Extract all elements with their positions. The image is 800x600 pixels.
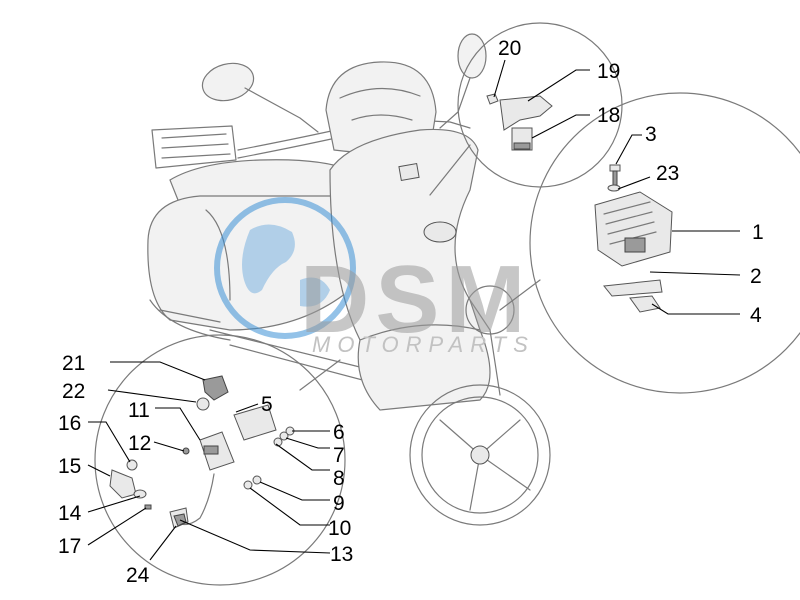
callout-12: 12 <box>128 432 151 455</box>
callout-19: 19 <box>597 60 620 83</box>
callout-11: 11 <box>128 399 150 422</box>
callout-6: 6 <box>333 421 345 444</box>
part-connector-14 <box>133 489 147 499</box>
part-clip-21 <box>202 375 229 401</box>
watermark-subtitle: MOTORPARTS <box>312 332 535 357</box>
callout-15: 15 <box>58 455 81 478</box>
callout-23: 23 <box>656 162 679 185</box>
part-bracket-5 <box>233 404 277 441</box>
callout-17: 17 <box>58 535 81 558</box>
detail-circle-right <box>529 92 800 394</box>
part-connector-15 <box>109 469 137 499</box>
callout-21: 21 <box>62 352 85 375</box>
callout-20: 20 <box>498 37 521 60</box>
part-module-11 <box>199 431 235 471</box>
callout-10: 10 <box>328 517 351 540</box>
callout-2: 2 <box>750 265 762 288</box>
callout-labels: 1 2 3 4 5 6 7 8 9 10 11 12 13 14 15 16 1… <box>58 37 764 587</box>
part-washers-6-7-8 <box>273 426 295 447</box>
leader-lines <box>87 59 741 561</box>
part-screw-3 <box>609 164 621 186</box>
part-nuts-9-10 <box>243 475 262 490</box>
callout-16: 16 <box>58 412 81 435</box>
watermark-brand: DSM <box>300 246 531 353</box>
callout-7: 7 <box>333 444 345 467</box>
callout-3: 3 <box>645 123 657 146</box>
callout-13: 13 <box>330 543 353 566</box>
part-nut-22 <box>196 397 210 411</box>
callout-1: 1 <box>752 221 764 244</box>
callout-5: 5 <box>261 393 273 416</box>
part-plate-4 <box>629 295 661 313</box>
part-bracket-19 <box>499 95 553 131</box>
part-cap-16 <box>126 459 138 471</box>
callout-22: 22 <box>62 380 85 403</box>
watermark: DSM MOTORPARTS <box>214 197 535 357</box>
part-relay-18 <box>511 127 533 151</box>
globe-logo-icon <box>214 197 356 339</box>
scooter-outline <box>147 33 551 526</box>
callout-8: 8 <box>333 467 345 490</box>
detail-circle-bottom <box>94 334 346 586</box>
part-washer-23 <box>607 184 621 192</box>
part-nut-20 <box>486 93 499 105</box>
globe-continents <box>242 224 330 307</box>
callout-4: 4 <box>750 304 762 327</box>
callout-24: 24 <box>126 564 150 587</box>
callout-9: 9 <box>333 492 345 515</box>
callout-18: 18 <box>597 104 620 127</box>
callout-14: 14 <box>58 502 82 525</box>
part-bracket-2 <box>603 279 663 297</box>
part-voltage-regulator-1 <box>594 191 673 267</box>
part-pin-17 <box>144 504 152 510</box>
